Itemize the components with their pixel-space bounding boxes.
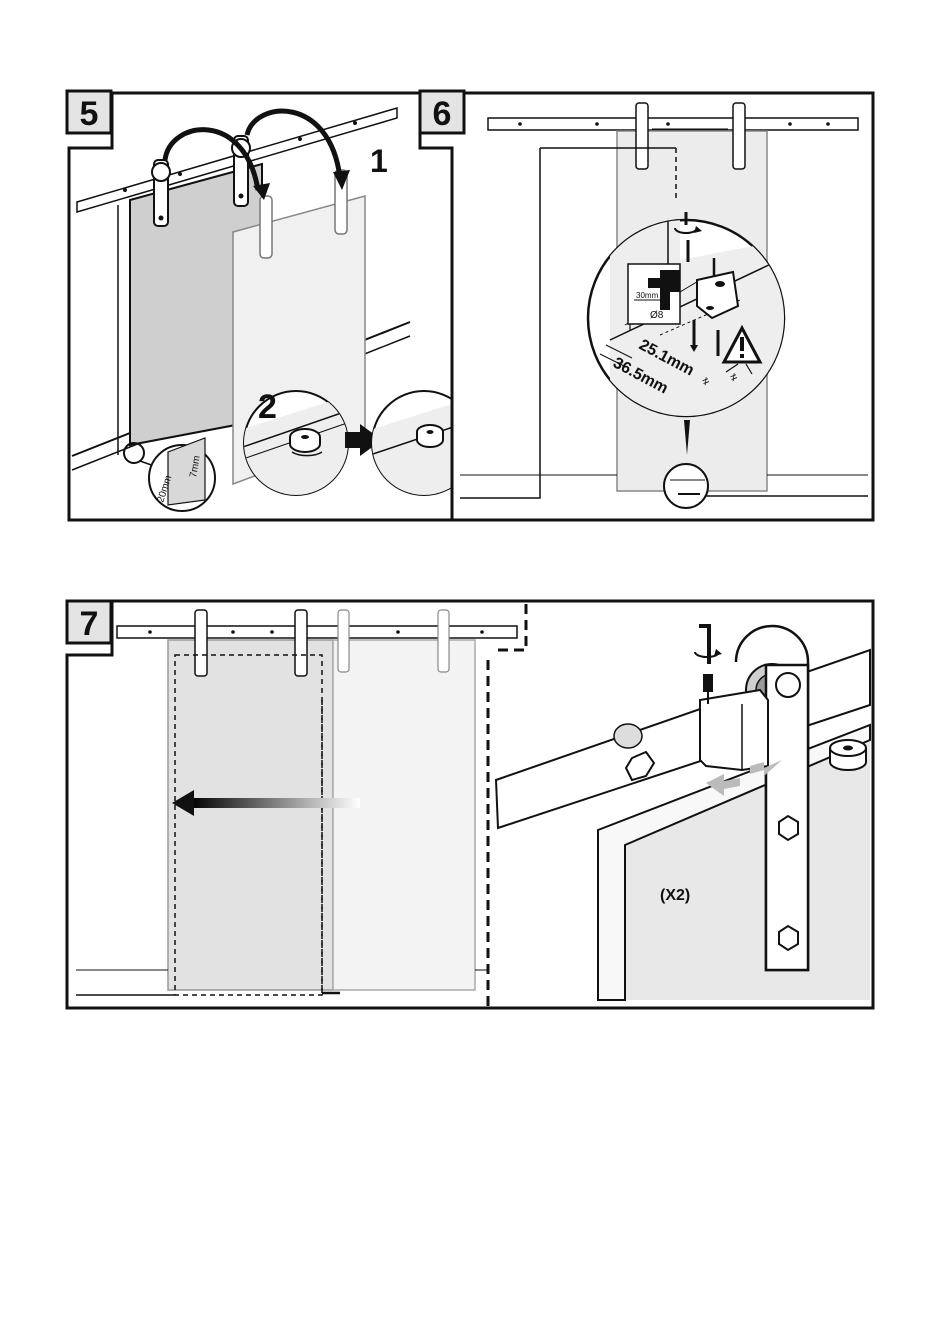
- panel-5-step-2: 2: [258, 388, 277, 426]
- panel-7-rail: [117, 626, 517, 638]
- panel-6-drill-depth: 30mm: [636, 291, 659, 300]
- panel-5: 5 1: [67, 91, 480, 520]
- panel-7: 7: [67, 601, 873, 1008]
- panel-6-floor-detail: [664, 464, 708, 508]
- panel-5-step-1: 1: [370, 143, 388, 179]
- panel-6-rail: [488, 118, 858, 130]
- panel-7-slide-arrow: [190, 798, 360, 808]
- panel-5-number: 5: [80, 95, 99, 133]
- panel-7-door-right: [333, 640, 475, 990]
- panel-7-quantity: (X2): [660, 887, 690, 904]
- panel-6-drill-diameter: Ø8: [650, 310, 664, 321]
- panel-6-number: 6: [433, 95, 452, 133]
- panel-7-anti-jump-block: [700, 690, 768, 770]
- panel-6: 6: [420, 91, 873, 520]
- panel-7-number: 7: [80, 605, 99, 643]
